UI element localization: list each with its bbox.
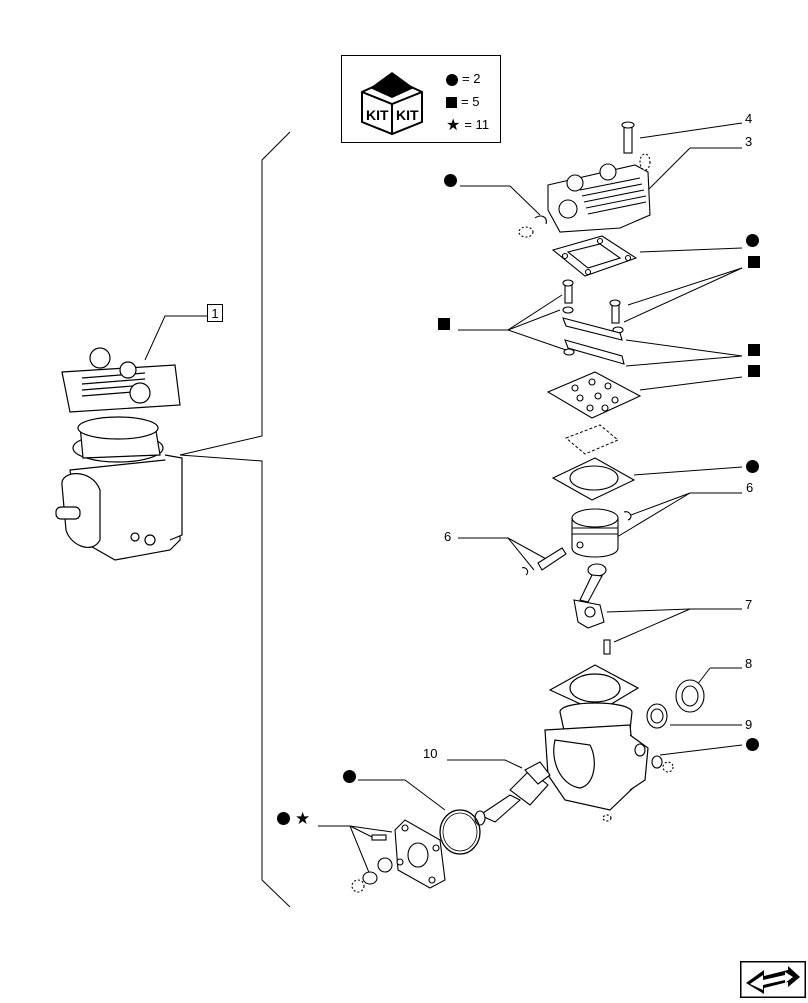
leader-dot-right — [659, 744, 743, 756]
leader-dot-gasket2 — [633, 466, 743, 476]
kit-dot-cylinder-gasket — [746, 460, 759, 473]
kit-dot-head-bolt — [444, 174, 457, 187]
leader-sq-left — [458, 294, 563, 331]
callout-7: 7 — [745, 597, 753, 612]
kit-dot-o-ring — [343, 770, 356, 783]
kit-legend-star-text: = 11 — [464, 117, 490, 132]
kit-legend: KIT KIT = 2 = 5 ★= 11 — [341, 55, 501, 143]
leader-10 — [447, 759, 523, 769]
kit-dot-head-gasket — [746, 234, 759, 247]
callout-6-left: 6 — [444, 529, 452, 544]
kit-legend-row-dot: = 2 — [446, 72, 480, 86]
o-ring — [439, 809, 481, 855]
leader-sq-plates — [625, 339, 743, 357]
piston — [521, 508, 632, 576]
next-page-arrow-button[interactable] — [740, 961, 806, 998]
dot-icon — [446, 73, 458, 86]
leader-4 — [639, 122, 743, 139]
kit-legend-row-square: = 5 — [446, 95, 479, 109]
assembled-compressor — [55, 347, 183, 561]
callout-6-right: 6 — [746, 480, 754, 495]
kit-square-plates — [748, 344, 760, 356]
kit-icon-text-2: KIT — [396, 107, 419, 123]
square-icon — [446, 97, 457, 109]
reed-valve-parts — [562, 279, 625, 365]
kit-square-bolts — [748, 256, 760, 268]
leader-dot-head — [460, 185, 541, 216]
kit-legend-dot-text: = 2 — [462, 71, 481, 86]
crankshaft — [474, 761, 551, 826]
kit-box-icon: KIT KIT — [361, 72, 423, 136]
kit-icon-text-1: KIT — [366, 107, 389, 123]
kit-square-valve-plate — [748, 365, 760, 377]
star-icon: ★ — [446, 116, 461, 134]
cylinder-gasket — [551, 457, 636, 501]
dashed-gasket — [565, 424, 619, 455]
leader-1 — [144, 315, 207, 361]
callout-1: 1 — [207, 304, 223, 322]
bracket-line — [179, 131, 291, 908]
crankcase — [544, 664, 649, 822]
leader-dot-oring — [358, 779, 446, 811]
kit-dot-cover — [277, 812, 290, 825]
kit-star-cover: ★ — [295, 809, 311, 828]
kit-legend-row-star: ★= 11 — [446, 116, 490, 134]
connecting-rod — [573, 563, 611, 655]
cylinder-head — [518, 121, 651, 238]
callout-4: 4 — [745, 111, 753, 126]
seals-bearings — [634, 679, 705, 773]
callout-8: 8 — [745, 656, 753, 671]
kit-legend-square-text: = 5 — [461, 94, 480, 109]
head-gasket — [551, 235, 638, 277]
kit-square-left — [438, 318, 450, 330]
leader-6-left — [458, 537, 535, 571]
next-page-arrow-icon — [740, 961, 806, 998]
cover-flange — [351, 819, 446, 893]
callout-10: 10 — [423, 746, 438, 761]
kit-dot-crankcase-seal — [746, 738, 759, 751]
leader-dot-gasket1 — [639, 247, 743, 253]
valve-plate — [546, 371, 642, 419]
callout-9: 9 — [745, 717, 753, 732]
callout-3: 3 — [745, 134, 753, 149]
leader-sq-valveplate — [639, 376, 743, 391]
leader-sq-bolts-r — [623, 267, 743, 323]
